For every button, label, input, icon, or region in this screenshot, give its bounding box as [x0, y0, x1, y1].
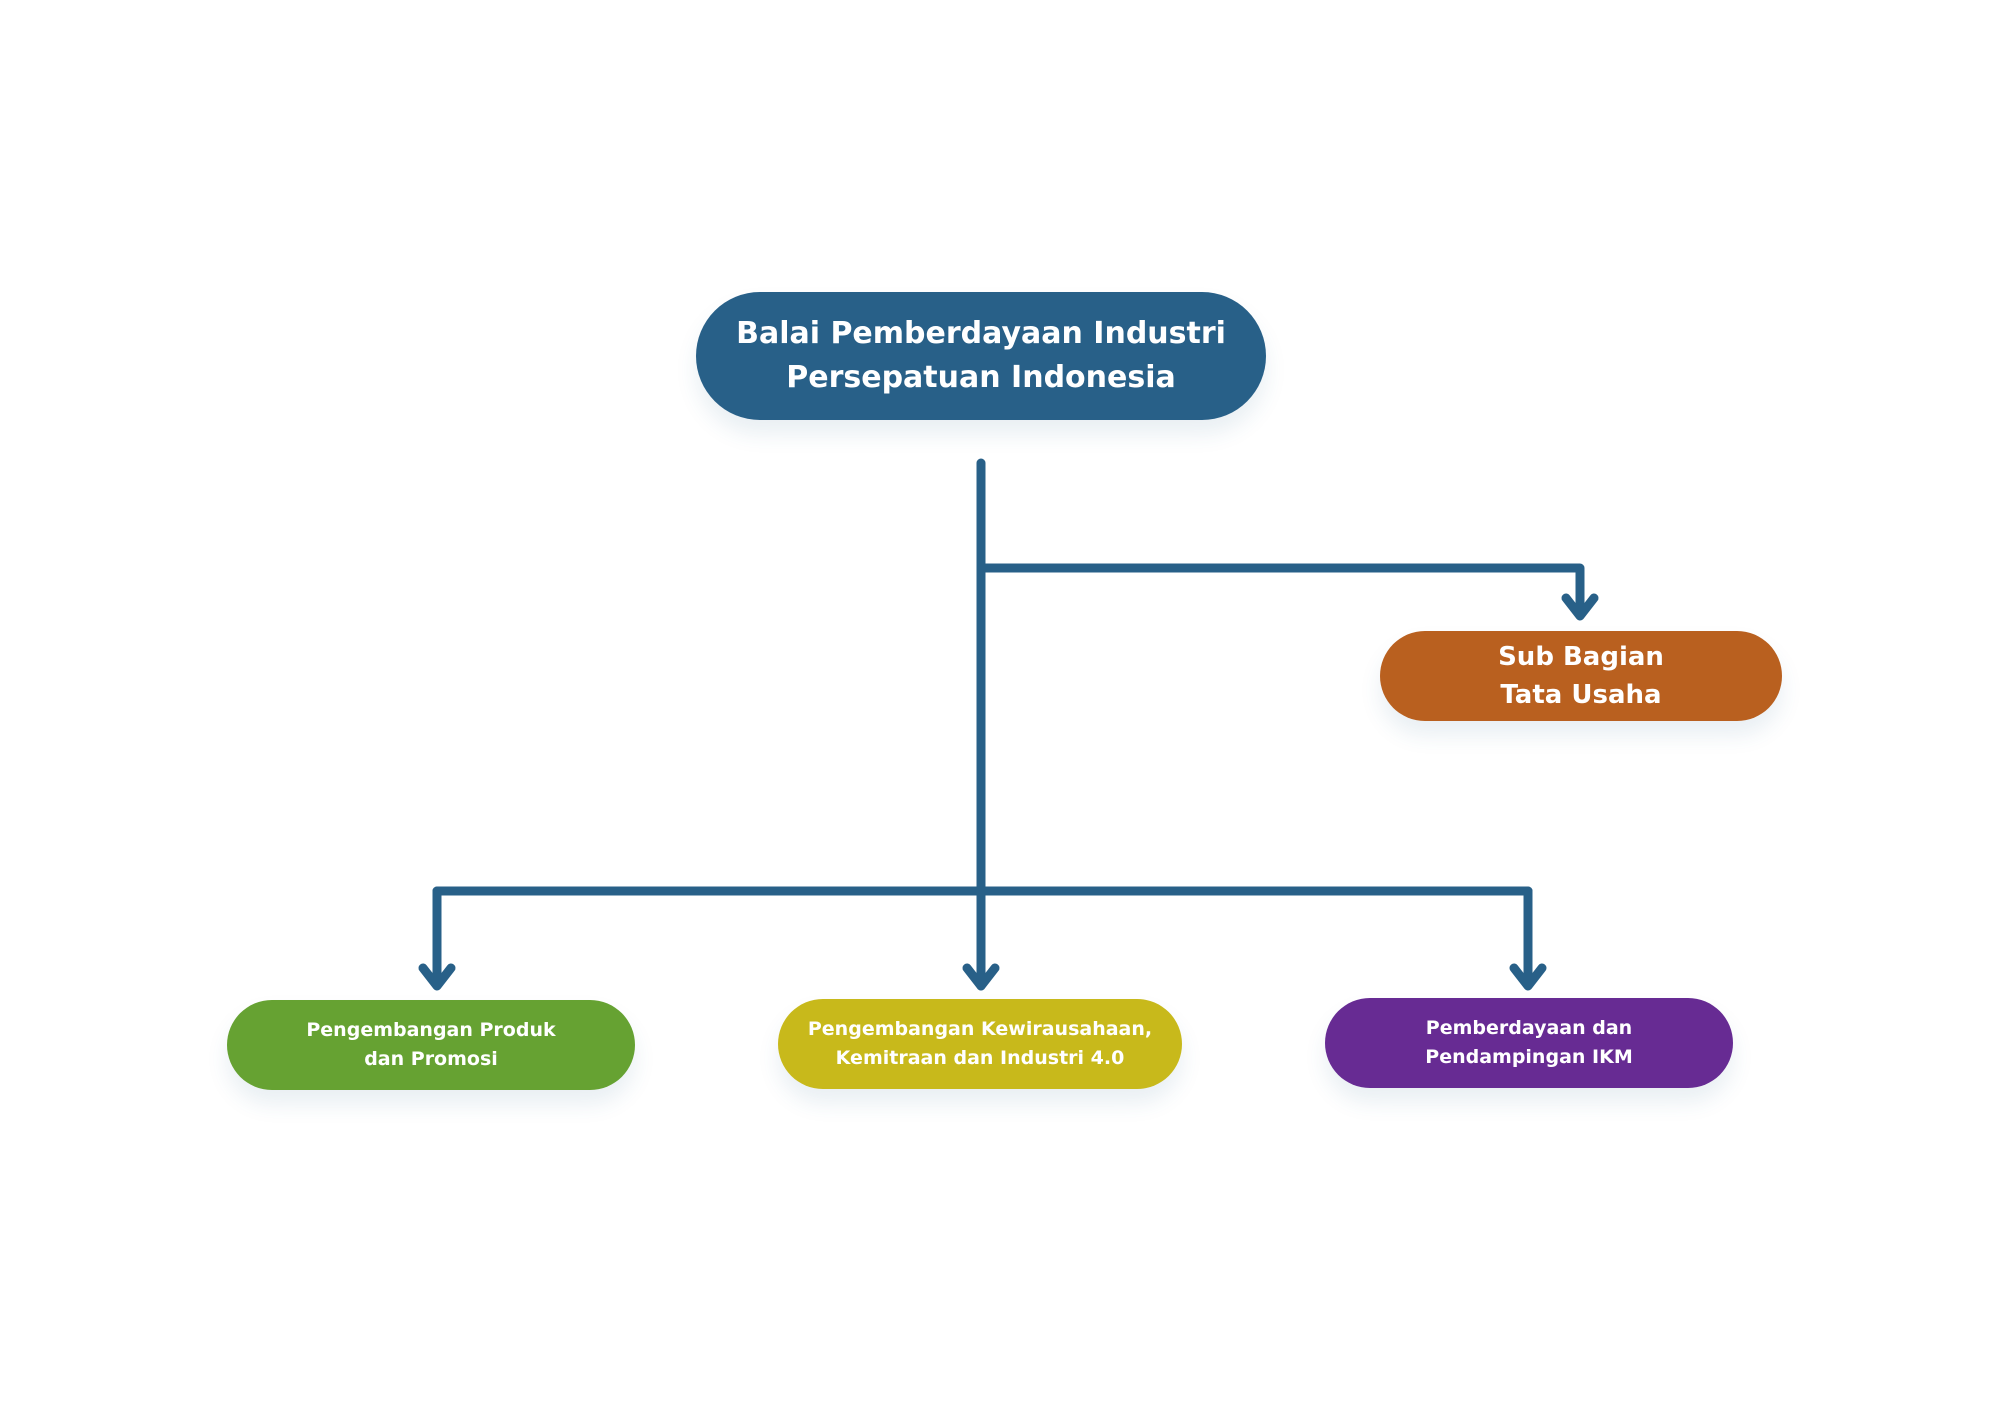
- division-3-arrowhead: [1509, 963, 1547, 991]
- division-2-arrowhead: [962, 963, 1000, 991]
- node-balai-root: Balai Pemberdayaan Industri Persepatuan …: [696, 292, 1266, 420]
- node-pengembangan-produk-label: Pengembangan Produk dan Promosi: [306, 1019, 556, 1070]
- division-1-arrowhead: [418, 963, 456, 991]
- node-pemberdayaan-pendampingan: Pemberdayaan dan Pendampingan IKM: [1325, 998, 1733, 1088]
- node-balai-root-label: Balai Pemberdayaan Industri Persepatuan …: [736, 316, 1226, 395]
- node-pengembangan-produk: Pengembangan Produk dan Promosi: [227, 1000, 635, 1090]
- admin-arrowhead: [1561, 593, 1599, 621]
- node-sub-bagian-tata-usaha-label: Sub Bagian Tata Usaha: [1498, 642, 1664, 710]
- node-pengembangan-kewirausahaan-label: Pengembangan Kewirausahaan, Kemitraan da…: [807, 1018, 1153, 1069]
- node-pemberdayaan-pendampingan-label: Pemberdayaan dan Pendampingan IKM: [1425, 1017, 1633, 1068]
- node-pengembangan-kewirausahaan: Pengembangan Kewirausahaan, Kemitraan da…: [778, 999, 1182, 1089]
- node-sub-bagian-tata-usaha: Sub Bagian Tata Usaha: [1380, 631, 1782, 721]
- admin-branch-line: [976, 563, 1585, 613]
